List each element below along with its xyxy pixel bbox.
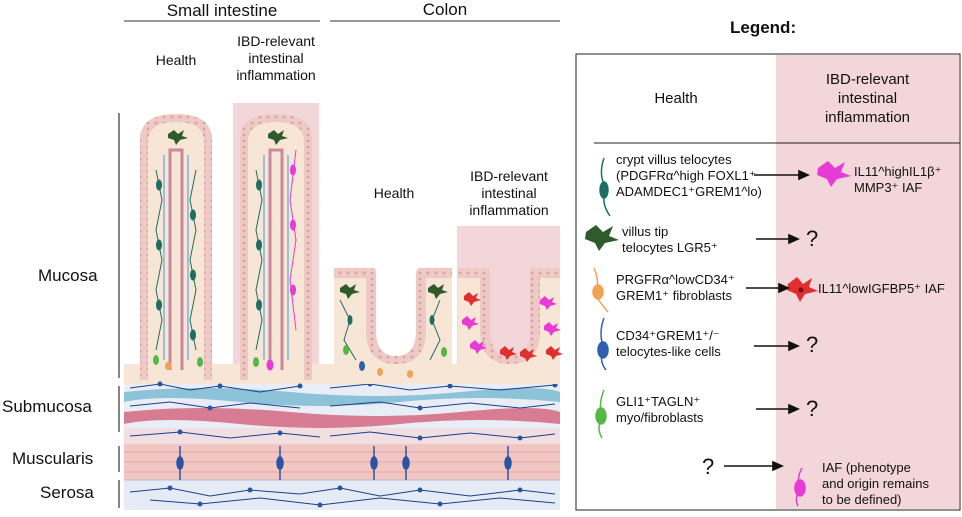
legend-row6-left: ? xyxy=(702,454,715,479)
legend-health-header: Health xyxy=(654,90,698,107)
legend-row2-left: villus tip telocytes LGR5⁺ xyxy=(622,224,718,255)
legend-iaf-low-icon xyxy=(787,277,818,302)
legend-arrows xyxy=(724,169,810,472)
colon-ibd-label-line3: inflammation xyxy=(469,202,549,218)
legend-row1-right: IL11^highIL1β⁺ MMP3⁺ IAF xyxy=(854,164,942,195)
layer-label-submucosa: Submucosa xyxy=(2,397,92,416)
colon-health-label: Health xyxy=(373,185,415,201)
tissue-layers xyxy=(124,364,560,510)
si-ibd-label: IBD-relevant intestinal inflammation xyxy=(212,33,340,84)
legend-fibroblast-icon xyxy=(592,267,609,313)
header-colon: Colon xyxy=(422,0,468,19)
header-small-intestine: Small intestine xyxy=(166,1,278,20)
legend-row2-right: ? xyxy=(806,226,819,251)
si-health-label: Health xyxy=(155,52,197,68)
colon-ibd-crypt xyxy=(458,268,563,384)
legend-row5-left: GLI1⁺TAGLN⁺ myo/fibroblasts xyxy=(616,394,704,425)
legend-row1-left: crypt villus telocytes (PDGFRα^high FOXL… xyxy=(616,152,762,199)
si-ibd-villus xyxy=(240,114,312,380)
legend-title: Legend: xyxy=(730,18,797,37)
si-ibd-label-line2: intestinal xyxy=(248,50,304,66)
legend-telocyte-like-icon xyxy=(597,317,609,371)
legend-crypt-telocyte-icon xyxy=(599,157,611,217)
legend-iaf-high-icon xyxy=(817,161,851,187)
legend-myofibroblast-icon xyxy=(595,389,607,439)
legend-ibd-header: IBD-relevant intestinal inflammation xyxy=(776,70,959,127)
legend-ibd-header-line2: intestinal xyxy=(837,90,898,107)
legend-ibd-header-line1: IBD-relevant xyxy=(825,71,910,88)
legend-row5-right: ? xyxy=(806,396,819,421)
si-ibd-label-line3: inflammation xyxy=(236,67,316,83)
legend-row6-right: IAF (phenotype and origin remains to be … xyxy=(822,460,929,507)
legend-row4-left: CD34⁺GREM1⁺/⁻ telocytes-like cells xyxy=(616,328,721,359)
legend-row3-right: IL11^lowIGFBP5⁺ IAF xyxy=(818,281,945,296)
legend-ibd-header-line3: inflammation xyxy=(824,109,911,126)
legend-tip-telocyte-icon xyxy=(585,225,619,251)
si-health-villus xyxy=(140,114,212,380)
colon-ibd-label-line2: intestinal xyxy=(481,185,537,201)
legend-iaf-undefined-icon xyxy=(794,467,806,507)
layer-label-mucosa: Mucosa xyxy=(38,266,98,285)
si-ibd-label-line1: IBD-relevant xyxy=(237,33,315,49)
colon-health-crypt xyxy=(334,268,452,384)
colon-ibd-label: IBD-relevant intestinal inflammation xyxy=(448,168,570,219)
layer-label-serosa: Serosa xyxy=(40,483,94,502)
layer-label-muscularis: Muscularis xyxy=(12,449,94,468)
legend-row4-right: ? xyxy=(806,332,819,357)
colon-ibd-label-line1: IBD-relevant xyxy=(470,168,548,184)
legend-row3-left: PRGFRα^lowCD34⁺ GREM1⁺ fibroblasts xyxy=(616,272,735,303)
